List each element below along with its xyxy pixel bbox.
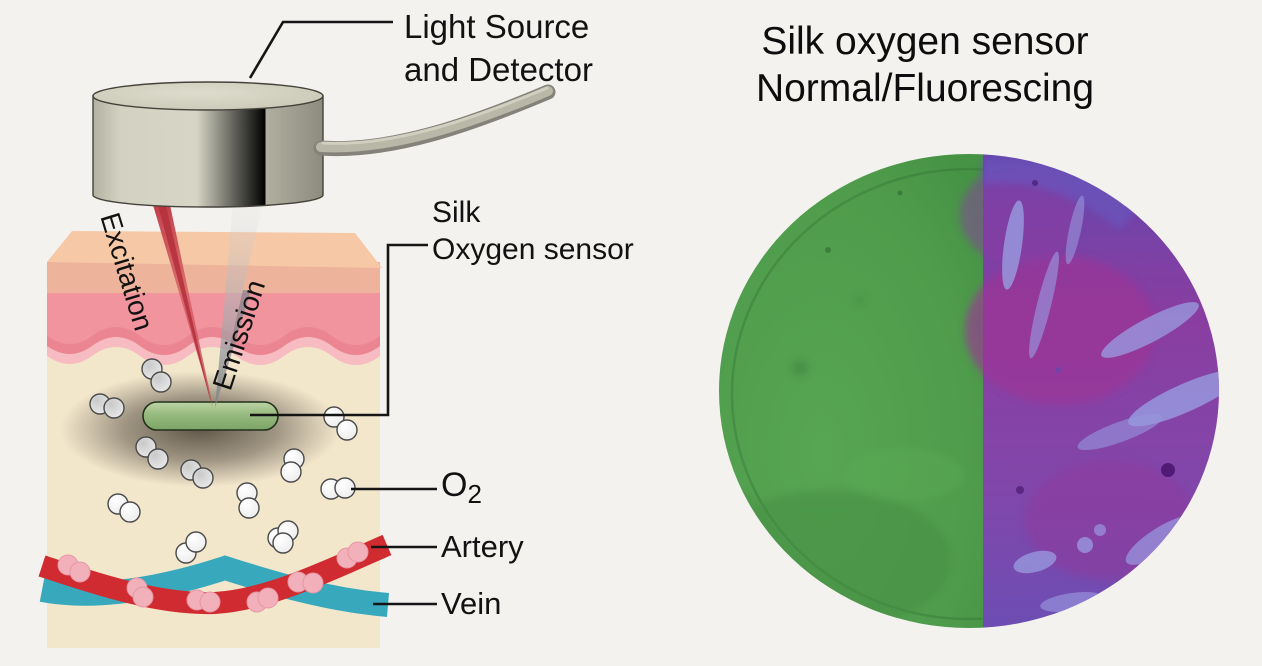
photo-title-line2: Normal/Fluorescing: [755, 67, 1095, 110]
leader-light-source: [248, 20, 393, 79]
silk-oxygen-sensor-label: Silk Oxygen sensor: [432, 194, 634, 268]
light-source-label-line1: Light Source: [404, 8, 590, 45]
epidermis-front-band: [47, 262, 380, 293]
excitation-beam-core: [158, 205, 212, 407]
o2-label-symbol: O: [441, 466, 468, 504]
o2-label-subscript: 2: [467, 479, 482, 509]
o2-molecule: [89, 358, 214, 489]
detector-cable: [313, 84, 556, 157]
device-top-face: [92, 81, 324, 111]
o2-label: O2: [441, 466, 482, 510]
o2-molecule: [107, 406, 358, 564]
emission-beam-core: [215, 290, 251, 408]
emission-beam: [215, 204, 263, 408]
vein-label: Vein: [441, 586, 502, 621]
silk-oxygen-sensor-label-line2: Oxygen sensor: [432, 233, 634, 266]
leader-silk-sensor: [250, 243, 428, 417]
o2-molecules: [89, 358, 358, 564]
dermis-band: [47, 293, 380, 345]
light-source-label-line2: and Detector: [404, 51, 593, 88]
photo-title: Silk oxygen sensor Normal/Fluorescing: [640, 18, 1210, 112]
photo-title-line1: Silk oxygen sensor: [761, 20, 1089, 63]
light-source-detector-label: Light Source and Detector: [404, 5, 593, 91]
artery-cells: [57, 541, 369, 613]
excitation-beam: [153, 205, 213, 407]
leader-lines: [248, 20, 437, 606]
sensor-photo-dish: [719, 154, 1219, 628]
silk-oxygen-sensor-label-line1: Silk: [432, 196, 481, 229]
photo-fluorescing-half: [960, 154, 1219, 628]
light-source-detector-device: [92, 81, 556, 208]
skin-top-face: [47, 231, 382, 268]
artery-label: Artery: [441, 529, 524, 564]
